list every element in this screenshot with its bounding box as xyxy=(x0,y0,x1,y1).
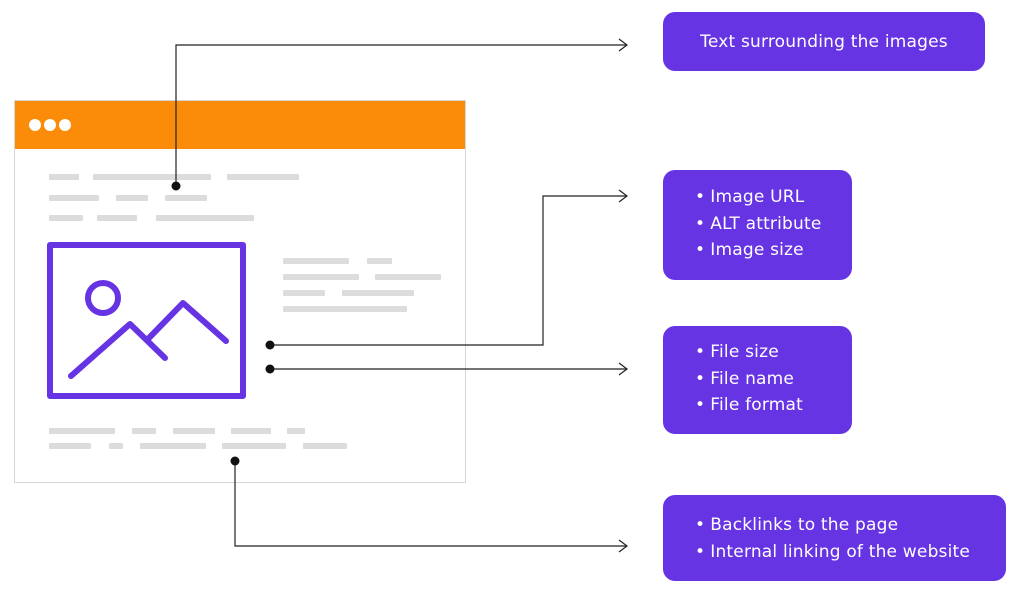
list-item: Backlinks to the page xyxy=(695,512,1006,539)
callout-surrounding-text-label: Text surrounding the images xyxy=(700,31,948,52)
connector-surrounding-text xyxy=(175,38,628,186)
text-placeholder-line xyxy=(231,428,271,434)
text-placeholder-line xyxy=(49,174,79,180)
text-placeholder-line xyxy=(49,215,83,221)
connector-image-attributes xyxy=(270,189,628,346)
text-placeholder-line xyxy=(116,195,148,201)
text-placeholder-line xyxy=(49,428,115,434)
connector-linking xyxy=(234,461,628,553)
window-dot-icon xyxy=(44,119,56,131)
text-placeholder-line xyxy=(49,443,91,449)
list-item: Internal linking of the website xyxy=(695,539,1006,566)
text-placeholder-line xyxy=(109,443,123,449)
list-item: Image URL xyxy=(695,184,852,211)
window-dot-icon xyxy=(29,119,41,131)
text-placeholder-line xyxy=(283,306,407,312)
callout-image-attributes: Image URL ALT attribute Image size xyxy=(663,170,852,280)
landscape-image-icon xyxy=(47,242,246,399)
list-item: File size xyxy=(695,339,852,366)
window-dot-icon xyxy=(59,119,71,131)
text-placeholder-line xyxy=(140,443,206,449)
text-placeholder-line xyxy=(97,215,137,221)
text-placeholder-line xyxy=(283,274,359,280)
text-placeholder-line xyxy=(227,174,299,180)
callout-surrounding-text: Text surrounding the images xyxy=(663,12,985,71)
connector-dot-icon xyxy=(265,340,275,350)
text-placeholder-line xyxy=(375,274,441,280)
text-placeholder-line xyxy=(287,428,305,434)
callout-linking: Backlinks to the page Internal linking o… xyxy=(663,495,1006,581)
text-placeholder-line xyxy=(342,290,414,296)
connector-dot-icon xyxy=(265,364,275,374)
text-placeholder-line xyxy=(303,443,347,449)
text-placeholder-line xyxy=(222,443,286,449)
browser-title-bar xyxy=(15,101,465,149)
text-placeholder-line xyxy=(165,195,207,201)
text-placeholder-line xyxy=(283,290,325,296)
text-placeholder-line xyxy=(283,258,349,264)
text-placeholder-line xyxy=(49,195,99,201)
list-item: File format xyxy=(695,392,852,419)
text-placeholder-line xyxy=(156,215,254,221)
callout-file-properties: File size File name File format xyxy=(663,326,852,434)
text-placeholder-line xyxy=(93,174,211,180)
list-item: ALT attribute xyxy=(695,211,852,238)
list-item: Image size xyxy=(695,237,852,264)
text-placeholder-line xyxy=(132,428,156,434)
connector-file-properties xyxy=(270,362,628,376)
connector-dot-icon xyxy=(171,181,181,191)
list-item: File name xyxy=(695,366,852,393)
text-placeholder-line xyxy=(173,428,215,434)
text-placeholder-line xyxy=(367,258,392,264)
connector-dot-icon xyxy=(230,456,240,466)
